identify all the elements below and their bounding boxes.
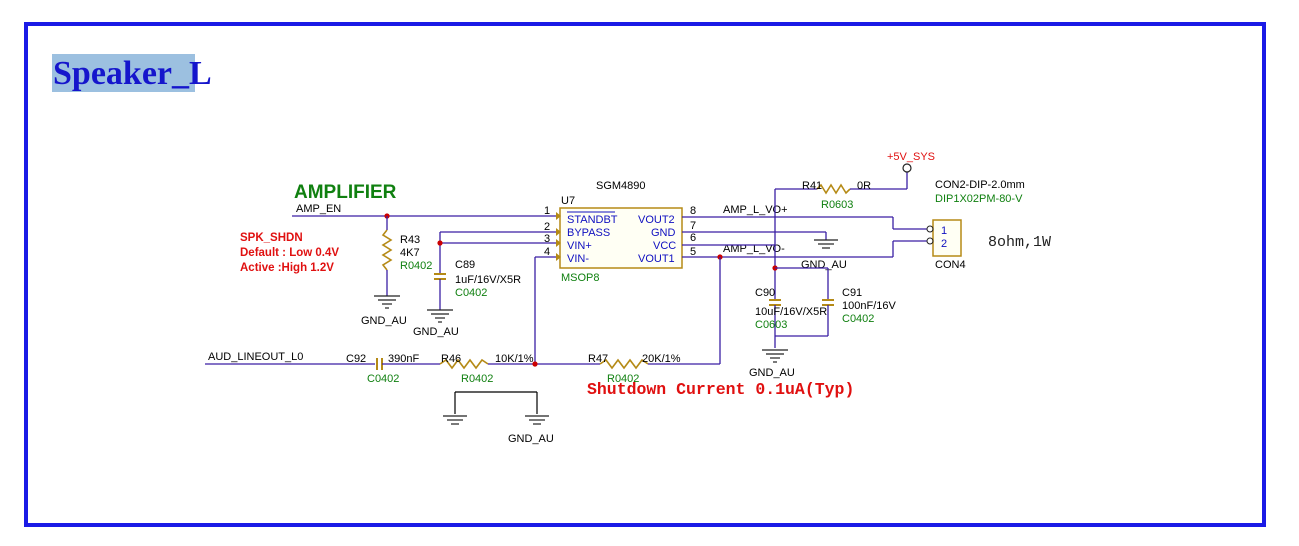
svg-text:R43: R43 (400, 234, 420, 246)
ground-symbol: GND_AU (749, 349, 795, 379)
shdn-active-label: Active :High 1.2V (240, 262, 334, 274)
power-port-5v: +5V_SYS (887, 151, 935, 173)
svg-text:C89: C89 (455, 259, 475, 271)
svg-text:VOUT1: VOUT1 (638, 253, 675, 265)
svg-text:C0603: C0603 (755, 319, 787, 331)
net-vo-minus: AMP_L_VO- (682, 240, 927, 260)
svg-text:AUD_LINEOUT_L0: AUD_LINEOUT_L0 (208, 351, 303, 363)
resistor-r46: R46 10K/1% R0402 (439, 353, 600, 385)
svg-text:1: 1 (941, 225, 947, 237)
svg-text:R0603: R0603 (821, 199, 853, 211)
capacitor-c91: C91 100nF/16V C0402 (775, 267, 896, 337)
svg-text:C0402: C0402 (455, 287, 487, 299)
svg-text:STANDBT: STANDBT (567, 214, 618, 226)
shdn-default-label: Default : Low 0.4V (240, 247, 339, 259)
svg-text:10K/1%: 10K/1% (495, 353, 534, 365)
svg-text:1: 1 (544, 205, 550, 217)
svg-text:6: 6 (690, 232, 696, 244)
ic-u7: SGM4890 U7 MSOP8 1 2 3 4 STANDBT BYPASS … (544, 180, 696, 284)
svg-text:MSOP8: MSOP8 (561, 272, 600, 284)
svg-text:R41: R41 (802, 180, 822, 192)
capacitor-c90: C90 10uF/16V/X5R C0603 (755, 287, 827, 348)
svg-text:2: 2 (544, 221, 550, 233)
svg-text:R46: R46 (441, 353, 461, 365)
svg-text:C90: C90 (755, 287, 775, 299)
title-highlight (52, 54, 195, 92)
resistor-r41: R41 0R R0603 (775, 172, 908, 211)
svg-text:BYPASS: BYPASS (567, 227, 610, 239)
svg-text:GND: GND (651, 227, 676, 239)
net-vin-minus (534, 256, 556, 364)
net-vin-plus (437, 240, 556, 246)
svg-text:3: 3 (544, 233, 550, 245)
svg-text:U7: U7 (561, 195, 575, 207)
svg-text:5: 5 (690, 246, 696, 258)
svg-text:AMP_L_VO-: AMP_L_VO- (723, 243, 785, 255)
ic-gnd-connection (682, 231, 838, 249)
shdn-signal-label: SPK_SHDN (240, 232, 303, 244)
gnd-label-decoupling: GND_AU (801, 259, 847, 271)
svg-text:1uF/16V/X5R: 1uF/16V/X5R (455, 274, 521, 286)
svg-text:100nF/16V: 100nF/16V (842, 300, 896, 312)
svg-text:R0402: R0402 (461, 373, 493, 385)
resistor-r47: R47 20K/1% R0402 (588, 257, 721, 385)
svg-text:AMP_L_VO+: AMP_L_VO+ (723, 204, 788, 216)
ground-symbol: GND_AU (413, 309, 459, 338)
svg-text:VCC: VCC (653, 240, 676, 252)
svg-text:C91: C91 (842, 287, 862, 299)
svg-text:GND_AU: GND_AU (749, 367, 795, 379)
shutdown-current-note: Shutdown Current 0.1uA(Typ) (587, 380, 854, 399)
net-lineout: AUD_LINEOUT_L0 (205, 351, 375, 365)
svg-text:C0402: C0402 (367, 373, 399, 385)
ground-pair: GND_AU (443, 391, 554, 445)
svg-text:R47: R47 (588, 353, 608, 365)
svg-text:C0402: C0402 (842, 313, 874, 325)
section-heading: AMPLIFIER (294, 182, 397, 203)
svg-text:4K7: 4K7 (400, 247, 420, 259)
svg-text:GND_AU: GND_AU (413, 326, 459, 338)
page-title: Speaker_L (53, 55, 212, 92)
svg-text:AMP_EN: AMP_EN (296, 203, 341, 215)
svg-text:2: 2 (941, 238, 947, 250)
svg-text:10uF/16V/X5R: 10uF/16V/X5R (755, 306, 827, 318)
ground-symbol: GND_AU (361, 295, 407, 327)
net-vo-plus: AMP_L_VO+ (682, 204, 927, 230)
svg-text:4: 4 (544, 246, 550, 258)
svg-text:VIN+: VIN+ (567, 240, 592, 252)
svg-text:GND_AU: GND_AU (508, 433, 554, 445)
svg-text:390nF: 390nF (388, 353, 419, 365)
svg-text:DIP1X02PM-80-V: DIP1X02PM-80-V (935, 193, 1023, 205)
sheet-frame (24, 22, 1266, 527)
svg-text:CON4: CON4 (935, 259, 966, 271)
svg-text:VIN-: VIN- (567, 253, 589, 265)
svg-text:8: 8 (690, 205, 696, 217)
svg-text:C92: C92 (346, 353, 366, 365)
svg-text:7: 7 (690, 220, 696, 232)
svg-text:R0402: R0402 (400, 260, 432, 272)
svg-text:CON2-DIP-2.0mm: CON2-DIP-2.0mm (935, 179, 1025, 191)
svg-text:0R: 0R (857, 180, 871, 192)
resistor-r43: R43 4K7 R0402 (381, 216, 432, 296)
svg-text:+5V_SYS: +5V_SYS (887, 151, 935, 163)
connector-con4: CON2-DIP-2.0mm DIP1X02PM-80-V 1 2 CON4 8… (926, 179, 1051, 271)
svg-text:SGM4890: SGM4890 (596, 180, 646, 192)
svg-text:20K/1%: 20K/1% (642, 353, 681, 365)
svg-text:VOUT2: VOUT2 (638, 214, 675, 226)
svg-text:8ohm,1W: 8ohm,1W (988, 234, 1051, 251)
capacitor-c89: C89 1uF/16V/X5R C0402 (434, 231, 556, 310)
net-amp-en: AMP_EN (292, 203, 556, 219)
svg-text:R0402: R0402 (607, 373, 639, 385)
svg-text:GND_AU: GND_AU (361, 315, 407, 327)
capacitor-c92: C92 390nF C0402 (346, 353, 440, 385)
